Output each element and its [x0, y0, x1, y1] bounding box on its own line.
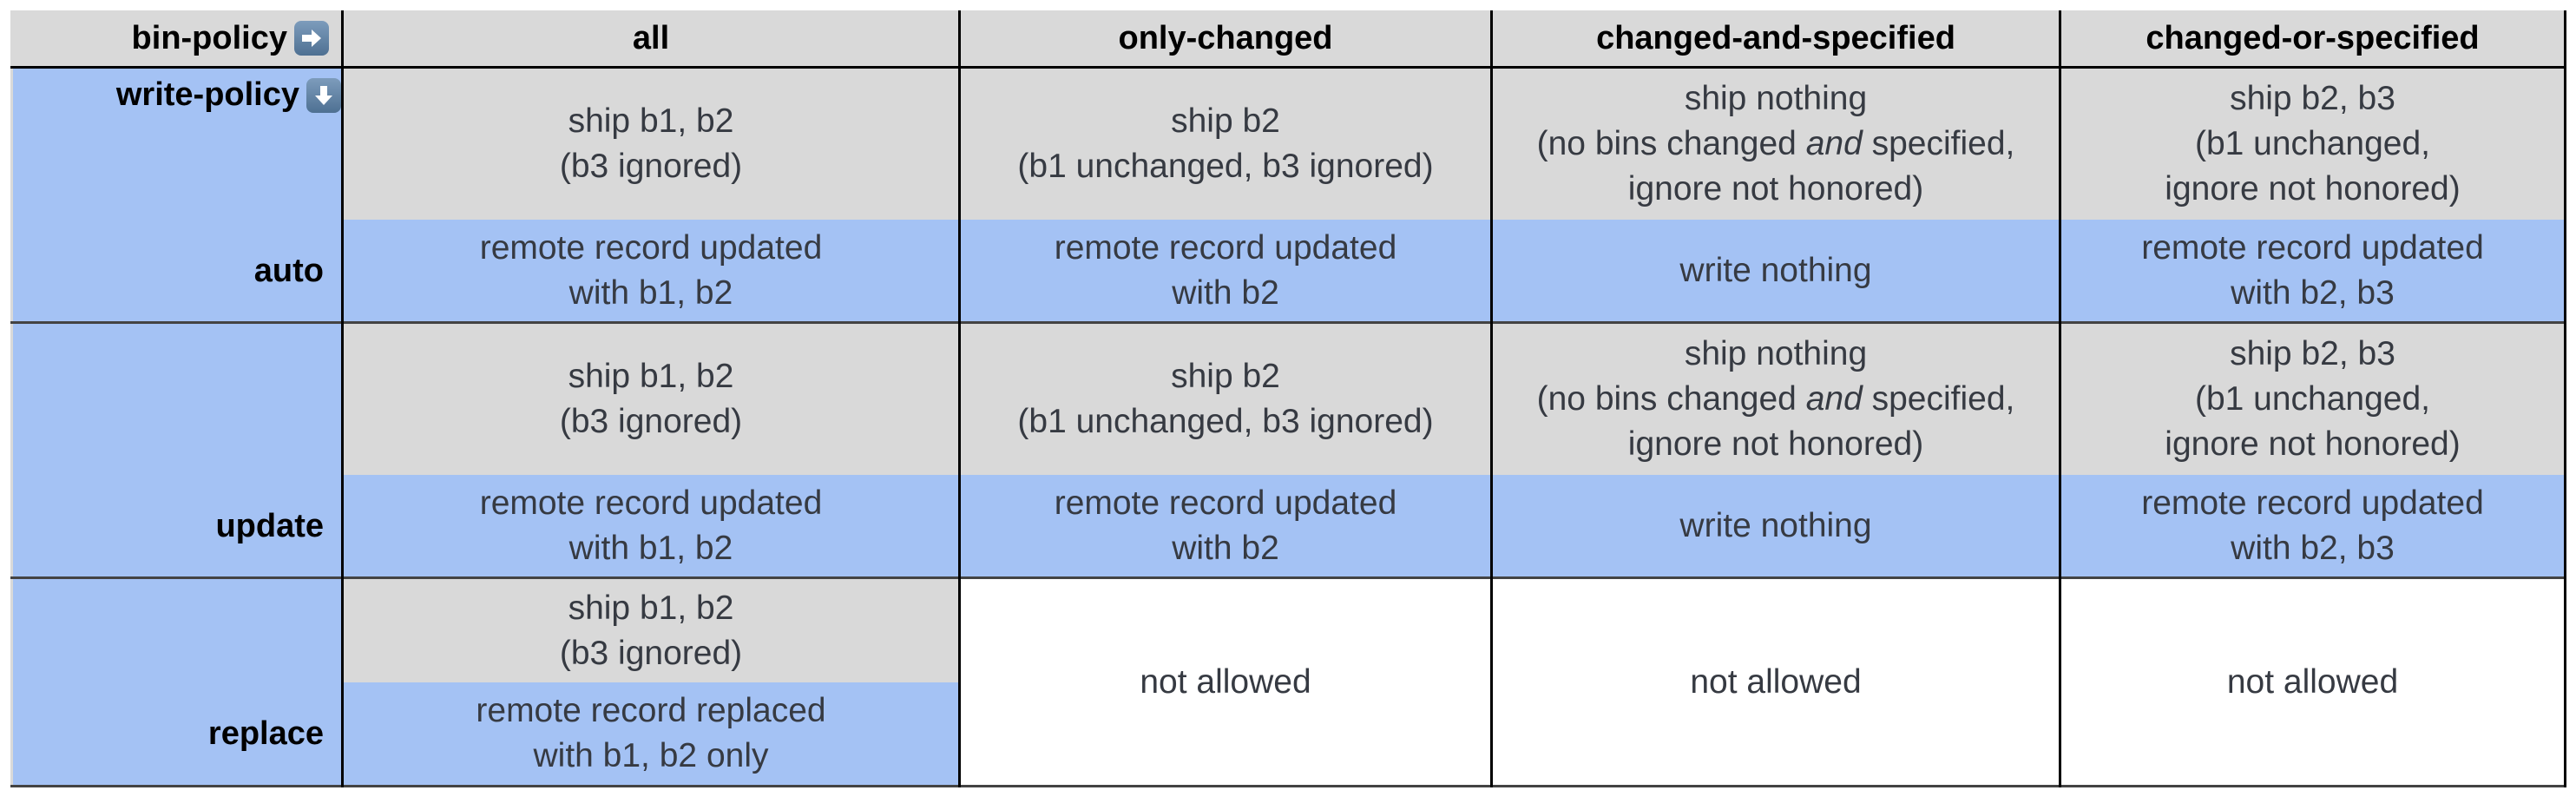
auto-only-changed-result: remote record updated with b2 [961, 220, 1490, 321]
write-policy-label: write-policy [115, 76, 299, 113]
write-policy-header: write-policy [116, 76, 341, 114]
column-divider [958, 10, 961, 787]
column-divider [341, 10, 344, 787]
bin-policy-label: bin-policy [131, 20, 287, 56]
replace-all-ship: ship b1, b2 (b3 ignored) [344, 579, 958, 682]
group-divider [10, 321, 2566, 324]
update-only-changed-ship: ship b2 (b1 unchanged, b3 ignored) [961, 324, 1490, 475]
update-all-result: remote record updated with b1, b2 [344, 475, 958, 576]
replace-changed-or-specified-not-allowed: not allowed [2061, 579, 2564, 785]
column-header-changed-and-specified: changed-and-specified [1493, 10, 2059, 66]
header-divider [10, 66, 2566, 69]
row-label-update: update [215, 507, 324, 544]
row-label-column [10, 69, 341, 787]
column-header-all: all [344, 10, 958, 66]
replace-changed-and-specified-not-allowed: not allowed [1493, 579, 2059, 785]
auto-all-result: remote record updated with b1, b2 [344, 220, 958, 321]
auto-all-ship: ship b1, b2 (b3 ignored) [344, 69, 958, 220]
corner-header-cell: bin-policy [10, 10, 341, 66]
auto-only-changed-ship: ship b2 (b1 unchanged, b3 ignored) [961, 69, 1490, 220]
row-label-replace: replace [207, 715, 324, 752]
table-bottom-border [10, 785, 2566, 787]
bin-write-policy-table: bin-policy all only-changed changed-and-… [10, 10, 2566, 787]
auto-changed-and-specified-ship: ship nothing (no bins changed and specif… [1493, 69, 2059, 220]
auto-changed-or-specified-result: remote record updated with b2, b3 [2061, 220, 2564, 321]
right-arrow-icon [294, 21, 329, 56]
update-changed-and-specified-result: write nothing [1493, 475, 2059, 576]
update-changed-and-specified-ship: ship nothing (no bins changed and specif… [1493, 324, 2059, 475]
replace-only-changed-not-allowed: not allowed [961, 579, 1490, 785]
column-divider [2059, 10, 2061, 787]
auto-changed-and-specified-result: write nothing [1493, 220, 2059, 321]
down-arrow-icon [306, 77, 341, 113]
update-changed-or-specified-result: remote record updated with b2, b3 [2061, 475, 2564, 576]
replace-all-result: remote record replaced with b1, b2 only [344, 682, 958, 785]
auto-changed-or-specified-ship: ship b2, b3 (b1 unchanged, ignore not ho… [2061, 69, 2564, 220]
update-changed-or-specified-ship: ship b2, b3 (b1 unchanged, ignore not ho… [2061, 324, 2564, 475]
column-header-changed-or-specified: changed-or-specified [2061, 10, 2564, 66]
update-only-changed-result: remote record updated with b2 [961, 475, 1490, 576]
group-divider [10, 576, 2566, 579]
column-header-only-changed: only-changed [961, 10, 1490, 66]
update-all-ship: ship b1, b2 (b3 ignored) [344, 324, 958, 475]
column-divider [1490, 10, 1493, 787]
table-right-border [2564, 10, 2566, 787]
row-label-auto: auto [253, 252, 324, 289]
